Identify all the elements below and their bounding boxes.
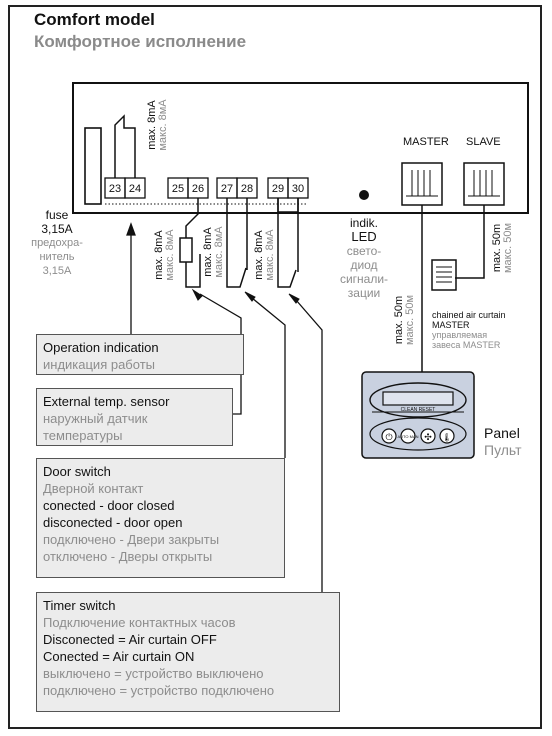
led-ru-1: свето- bbox=[346, 244, 382, 258]
chained-en-1: chained air curtain bbox=[432, 310, 506, 320]
fuse-ru-2: нитель bbox=[39, 251, 75, 263]
title-en: Comfort model bbox=[34, 10, 155, 29]
chained-connector bbox=[431, 259, 457, 291]
led-en-1: indik. bbox=[349, 216, 378, 230]
led-ru-3: сигнали- bbox=[339, 272, 389, 286]
slave-label: SLAVE bbox=[466, 136, 501, 148]
panel-label: Panel Пульт bbox=[484, 425, 522, 459]
chained-label: chained air curtain MASTER управляемая з… bbox=[432, 310, 506, 350]
power-icon: ⏻ bbox=[385, 432, 392, 442]
terminal-30: 30 bbox=[292, 183, 304, 195]
panel-max-ru: макс. 50м bbox=[404, 295, 416, 345]
slave-max-en: max. 50m bbox=[491, 224, 503, 272]
master-label: MASTER bbox=[403, 136, 449, 148]
op-max-ru: макс. 8мА bbox=[157, 99, 169, 151]
panel-en: Panel bbox=[484, 425, 520, 441]
sensor2-max-ru: макс. 8мА bbox=[213, 226, 225, 278]
panel-display-text: CLEAN RESET bbox=[401, 407, 436, 413]
operation-en: Operation indication bbox=[43, 340, 159, 355]
auto-man-icon: AUTO MAN bbox=[397, 434, 418, 439]
fuse-holder bbox=[84, 127, 102, 205]
fuse-en-1: fuse bbox=[45, 208, 69, 222]
control-panel bbox=[361, 371, 475, 459]
title-ru: Комфортное исполнение bbox=[34, 32, 247, 51]
timer-title-en: Timer switch bbox=[43, 598, 116, 613]
fuse-label: fuse 3,15A предохра- нитель 3,15A bbox=[30, 208, 84, 278]
fan-icon: ✣ bbox=[424, 432, 432, 442]
fuse-ru-1: предохра- bbox=[31, 237, 83, 249]
door-max-ru: макс. 8мА bbox=[264, 229, 276, 281]
master-connector bbox=[401, 162, 443, 206]
led-indicator bbox=[359, 190, 369, 200]
door-title-ru: Дверной контакт bbox=[43, 481, 144, 496]
door-max-en: max. 8mA bbox=[253, 230, 265, 280]
timer-ru-2: подключено = устройство подключено bbox=[43, 683, 275, 698]
timer-title-ru: Подключение контактных часов bbox=[43, 615, 236, 630]
door-en-1: conected - door closed bbox=[43, 498, 175, 513]
timer-ru-1: выключено = устройство выключено bbox=[43, 666, 264, 681]
slave-max-ru: макс. 50м bbox=[502, 223, 514, 273]
terminal-28: 28 bbox=[241, 183, 253, 195]
thermometer-icon: 🌡 bbox=[442, 433, 452, 442]
led-ru-4: зации bbox=[347, 286, 381, 300]
terminal-24: 24 bbox=[129, 183, 141, 195]
sensor-max-en: max. 8mA bbox=[153, 230, 165, 280]
terminal-29: 29 bbox=[272, 183, 284, 195]
sensor2-max-en: max. 8mA bbox=[202, 227, 214, 277]
door-en-2: disconected - door open bbox=[43, 515, 183, 530]
door-title-en: Door switch bbox=[43, 464, 111, 479]
operation-ru: индикация работы bbox=[43, 357, 155, 372]
timer-en-1: Disconected = Air curtain OFF bbox=[43, 632, 217, 647]
op-max-en: max. 8mA bbox=[146, 100, 158, 150]
chained-en-2: MASTER bbox=[432, 320, 470, 330]
slave-connector bbox=[463, 162, 505, 206]
terminal-25: 25 bbox=[172, 183, 184, 195]
door-ru-2: отключено - Дверы открыты bbox=[43, 549, 213, 564]
terminal-27: 27 bbox=[221, 183, 233, 195]
sensor-max-ru: макс. 8мА bbox=[164, 229, 176, 281]
panel-ru: Пульт bbox=[484, 442, 522, 458]
led-en-2: LED bbox=[351, 229, 377, 244]
chained-ru-1: управляемая bbox=[432, 330, 488, 340]
led-label: indik. LED свето- диод сигнали- зации bbox=[338, 216, 390, 300]
timer-switch-box: Timer switch Подключение контактных часо… bbox=[36, 592, 340, 712]
temp-sensor-ru-2: температуры bbox=[43, 428, 123, 443]
temp-sensor-en: External temp. sensor bbox=[43, 394, 170, 409]
led-ru-2: диод bbox=[350, 258, 378, 272]
fuse-ru-3: 3,15A bbox=[42, 265, 72, 277]
terminal-23: 23 bbox=[109, 183, 121, 195]
temp-sensor-ru-1: наружный датчик bbox=[43, 411, 148, 426]
chained-ru-2: завеса MASTER bbox=[432, 340, 501, 350]
door-ru-1: подключено - Двери закрыты bbox=[43, 532, 220, 547]
panel-max-en: max. 50m bbox=[393, 296, 405, 344]
temp-sensor-box: External temp. sensor наружный датчик те… bbox=[36, 388, 233, 446]
door-switch-box: Door switch Дверной контакт conected - d… bbox=[36, 458, 285, 578]
terminal-26: 26 bbox=[192, 183, 204, 195]
timer-en-2: Conected = Air curtain ON bbox=[43, 649, 195, 664]
operation-indication-box: Operation indication индикация работы bbox=[36, 334, 244, 375]
fuse-en-2: 3,15A bbox=[41, 222, 73, 236]
controller-board bbox=[72, 82, 529, 214]
